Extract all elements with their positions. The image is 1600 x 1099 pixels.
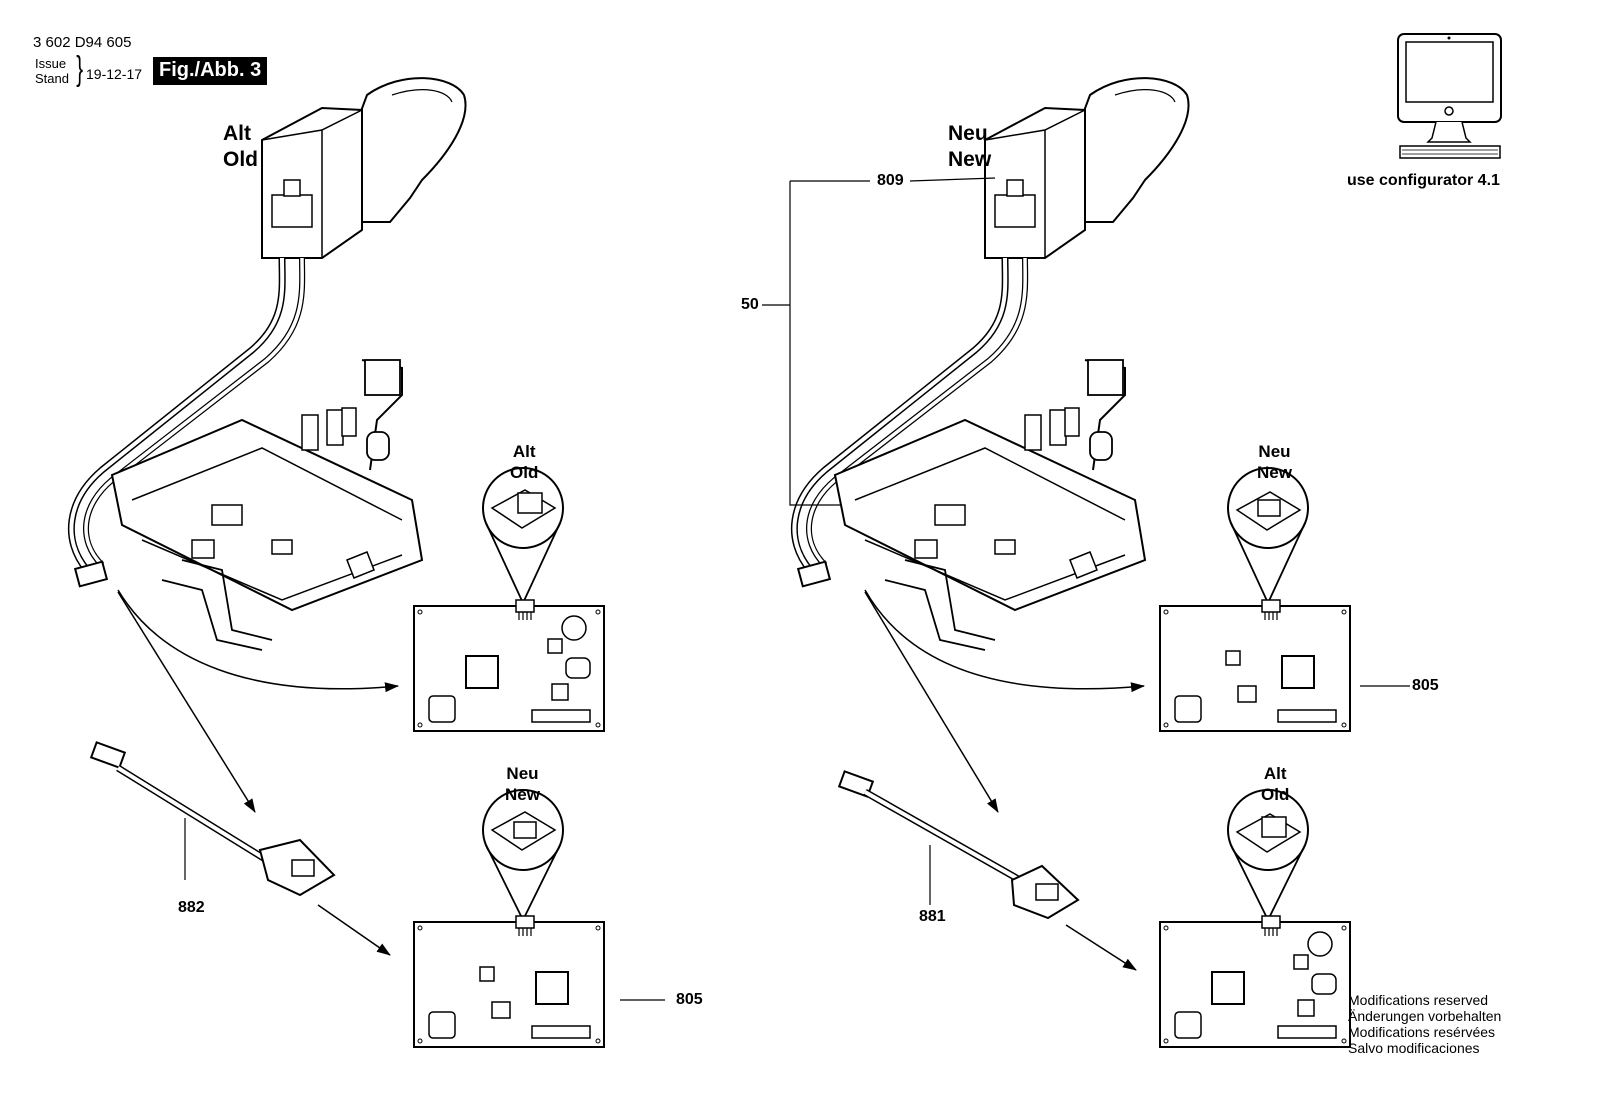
- issue-date: 19-12-17: [86, 66, 143, 82]
- left-top-detail-de: Alt: [512, 442, 536, 461]
- right-title-de: Neu: [948, 122, 988, 145]
- right-bottom-detail-de: Alt: [1263, 764, 1287, 783]
- arrow-left-to-adapter: [117, 591, 256, 813]
- right-bottom-detail-en: Old: [1261, 785, 1290, 804]
- left-bottom-detail-de: Neu: [506, 764, 539, 783]
- left-title: Alt Old: [223, 121, 258, 173]
- left-title-de: Alt: [223, 122, 251, 145]
- leader-809: [790, 177, 996, 182]
- circuit-board-left-bottom: [413, 915, 605, 1048]
- computer-monitor-icon: [1397, 33, 1502, 159]
- circuit-board-right-bottom: [1159, 915, 1351, 1048]
- arrow-right-to-top-board: [864, 589, 1145, 693]
- left-top-detail-label: Alt Old: [510, 441, 538, 483]
- note-line-en: Modifications reserved: [1348, 992, 1489, 1008]
- arrow-right-adapter-to-bottom-board: [1065, 924, 1137, 971]
- part-number-882: 882: [178, 899, 205, 916]
- adapter-cable-881: [837, 770, 1080, 920]
- stand-label: Stand: [35, 71, 69, 86]
- detail-loupe-left-bottom: [482, 789, 564, 923]
- part-number-50: 50: [741, 296, 759, 313]
- left-bottom-detail-label: Neu New: [505, 763, 540, 805]
- arrow-left-adapter-to-bottom-board: [317, 904, 391, 956]
- right-title: Neu New: [948, 121, 991, 173]
- right-title-en: New: [948, 148, 992, 171]
- arrow-left-to-top-board: [117, 589, 399, 693]
- switch-assembly-new: [794, 78, 1188, 650]
- right-bottom-detail-label: Alt Old: [1261, 763, 1289, 805]
- circuit-board-left-top: [413, 599, 605, 732]
- note-line-de: Änderungen vorbehalten: [1348, 1008, 1502, 1024]
- right-top-detail-en: New: [1257, 463, 1292, 482]
- adapter-cable-882: [89, 741, 336, 897]
- left-bottom-detail-en: New: [505, 785, 540, 804]
- brace-glyph: }: [76, 50, 84, 88]
- issue-stand-labels: Issue Stand: [35, 56, 69, 86]
- left-top-detail-en: Old: [510, 463, 539, 482]
- figure-label: Fig./Abb. 3: [153, 57, 268, 85]
- issue-label: Issue: [35, 56, 67, 71]
- part-number-881: 881: [919, 908, 946, 925]
- detail-loupe-right-bottom: [1227, 789, 1309, 923]
- part-number-805-left: 805: [676, 991, 703, 1008]
- document-number: 3 602 D94 605: [33, 34, 132, 51]
- modifications-notice: Modifications reserved Änderungen vorbeh…: [1348, 992, 1501, 1056]
- note-line-fr: Modifications resérvées: [1348, 1024, 1496, 1040]
- detail-loupe-left-top: [482, 467, 564, 606]
- right-top-detail-de: Neu: [1258, 442, 1291, 461]
- switch-assembly-old: [71, 78, 465, 650]
- part-number-805-right: 805: [1412, 677, 1439, 694]
- bracket-50: [789, 181, 840, 506]
- note-line-es: Salvo modificaciones: [1348, 1040, 1480, 1056]
- left-title-en: Old: [223, 148, 258, 171]
- configurator-label: use configurator 4.1: [1347, 172, 1500, 189]
- part-number-809: 809: [877, 172, 904, 189]
- detail-loupe-right-top: [1227, 467, 1309, 606]
- circuit-board-right-top: [1159, 599, 1351, 732]
- arrow-right-to-adapter: [864, 591, 999, 813]
- right-top-detail-label: Neu New: [1257, 441, 1292, 483]
